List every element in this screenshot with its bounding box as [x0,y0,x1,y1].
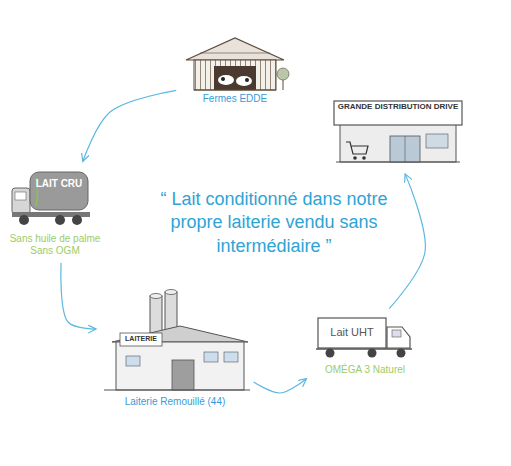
vehicle-label: LAITERIE [120,335,162,343]
dairy-illustration [104,290,250,391]
flow-arrow [254,379,307,393]
node-caption: Sans huile de palme Sans OGM [2,233,108,257]
farm-node: Fermes EDDE [180,35,290,107]
flow-arrow [61,263,96,329]
uht-truck-node: Lait UHT OMÉGA 3 Naturel [310,312,420,382]
uht-truck-illustration [316,318,412,358]
barn-illustration [186,38,289,90]
flow-arrow [83,90,176,161]
vehicle-label: Lait UHT [318,326,386,339]
node-caption: Fermes EDDE [180,93,290,105]
store-sign: GRANDE DISTRIBUTION DRIVE [334,102,462,112]
flow-arrow [389,174,425,309]
supermarket-illustration [334,101,462,162]
tanker-node: LAIT CRU Sans huile de palme Sans OGM [2,165,108,259]
vehicle-label: LAIT CRU [30,178,88,190]
node-caption: OMÉGA 3 Naturel [310,364,420,376]
milk-tanker-illustration [12,172,90,225]
dairy-node: LAITERIE Laiterie Remouillé (44) [100,288,250,410]
node-caption: Laiterie Remouillé (44) [100,396,250,408]
supermarket-node: GRANDE DISTRIBUTION DRIVE [325,98,465,170]
quote-label: “ Lait conditionné dans notre propre lai… [148,188,400,258]
